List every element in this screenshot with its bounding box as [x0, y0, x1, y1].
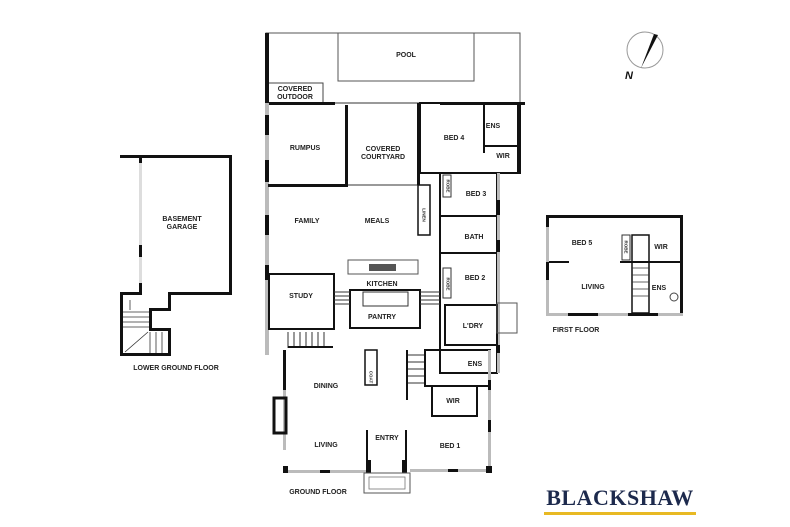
room-label-family: FAMILY — [294, 218, 320, 225]
room-label-coat: COAT — [368, 370, 374, 384]
room-label-pool: POOL — [396, 52, 416, 59]
room-label-robe-bed5: ROBE — [623, 240, 629, 254]
room-label-rumpus: RUMPUS — [289, 145, 321, 152]
room-label-wir-bed5: WIR — [654, 244, 668, 251]
floor-label-ground: GROUND FLOOR — [289, 489, 347, 496]
room-label-kitchen: KITCHEN — [366, 281, 398, 288]
room-label-entry: ENTRY — [375, 435, 399, 442]
room-label-ens-bed1: ENS — [467, 361, 483, 368]
room-label-wir-bed4: WIR — [496, 153, 510, 160]
room-label-pantry: PANTRY — [368, 314, 396, 321]
room-label-ens-bed4: ENS — [485, 123, 501, 130]
room-label-living-first: LIVING — [581, 284, 605, 291]
brand-underline — [544, 512, 696, 515]
room-label-wir-bed1: WIR — [446, 398, 460, 405]
floor-label-lower-ground: LOWER GROUND FLOOR — [133, 365, 219, 372]
room-label-robe-bed3: ROBE — [445, 179, 451, 193]
room-label-ens-first: ENS — [651, 285, 667, 292]
room-label-covered-courtyard: COVERED COURTYARD — [360, 146, 406, 161]
floor-label-first: FIRST FLOOR — [552, 327, 600, 334]
room-label-study: STUDY — [289, 293, 313, 300]
room-label-bed5: BED 5 — [571, 240, 593, 247]
room-label-bed4: BED 4 — [443, 135, 465, 142]
room-label-covered-outdoor: COVERED OUTDOOR — [277, 86, 313, 101]
compass-ring — [626, 31, 664, 69]
room-label-dining: DINING — [313, 383, 339, 390]
compass-needle — [641, 34, 658, 68]
compass-north-label: N — [625, 70, 633, 82]
room-label-meals: MEALS — [364, 218, 390, 225]
room-label-robe-bed2: ROBE — [445, 277, 451, 291]
room-label-laundry: L'DRY — [462, 323, 484, 330]
room-label-bed3: BED 3 — [465, 191, 487, 198]
room-label-bed1: BED 1 — [439, 443, 461, 450]
room-label-living: LIVING — [314, 442, 338, 449]
pool-outline — [337, 32, 475, 82]
brand-logo: BLACKSHAW — [546, 485, 694, 510]
room-label-bath: BATH — [464, 234, 484, 241]
room-label-linen: LINEN — [421, 208, 427, 222]
room-label-bed2: BED 2 — [464, 275, 486, 282]
room-label-basement-garage: BASEMENT GARAGE — [162, 216, 202, 231]
